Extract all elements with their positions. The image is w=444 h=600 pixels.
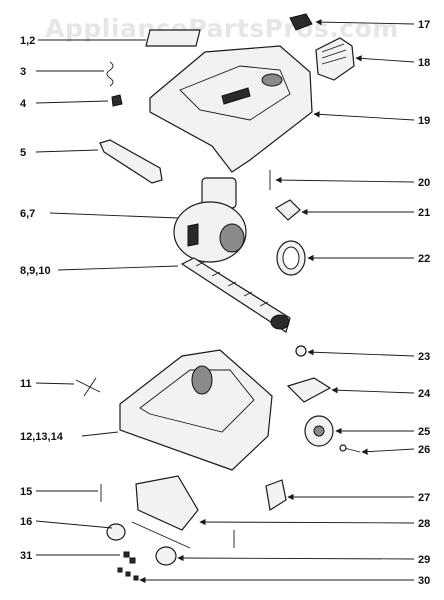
part-spring-clip bbox=[106, 61, 114, 87]
label-29: 29 bbox=[418, 554, 430, 566]
part-bracket-27 bbox=[265, 479, 287, 511]
label-5: 5 bbox=[20, 147, 26, 159]
part-wheel-25 bbox=[304, 415, 334, 447]
label-4: 4 bbox=[20, 98, 27, 110]
label-16: 16 bbox=[20, 516, 32, 528]
label-31: 31 bbox=[20, 550, 32, 562]
part-wheel-16 bbox=[106, 523, 126, 541]
part-motor bbox=[173, 177, 247, 263]
part-headlight-lens bbox=[315, 37, 355, 81]
part-hood-cover bbox=[149, 45, 313, 173]
part-belt-ring bbox=[276, 240, 306, 276]
part-spring-11 bbox=[75, 377, 101, 397]
label-25: 25 bbox=[418, 426, 430, 438]
part-labels: 1,2 3 4 5 6,7 8,9,10 11 12,13,14 15 16 3… bbox=[20, 19, 431, 587]
part-31 bbox=[123, 551, 136, 564]
label-19: 19 bbox=[418, 115, 430, 127]
label-1-2: 1,2 bbox=[20, 35, 35, 47]
label-11: 11 bbox=[20, 378, 32, 390]
part-wheel-29 bbox=[155, 546, 177, 566]
part-pedal bbox=[286, 377, 332, 403]
label-8-9-10: 8,9,10 bbox=[20, 265, 51, 277]
label-18: 18 bbox=[418, 57, 430, 69]
part-clip-21 bbox=[275, 199, 301, 221]
label-30: 30 bbox=[418, 575, 430, 587]
part-rod bbox=[131, 521, 191, 549]
label-23: 23 bbox=[418, 351, 430, 363]
part-base-housing bbox=[119, 349, 273, 471]
part-cap bbox=[289, 13, 313, 31]
leader-lines bbox=[35, 18, 415, 584]
label-28: 28 bbox=[418, 518, 430, 530]
label-27: 27 bbox=[418, 492, 430, 504]
part-filter-pad bbox=[145, 29, 201, 47]
label-6-7: 6,7 bbox=[20, 208, 35, 220]
part-axle bbox=[339, 444, 361, 453]
label-3: 3 bbox=[20, 66, 26, 78]
label-15: 15 bbox=[20, 486, 32, 498]
part-30 bbox=[117, 567, 139, 581]
label-21: 21 bbox=[418, 207, 430, 219]
label-26: 26 bbox=[418, 444, 430, 456]
label-17: 17 bbox=[418, 19, 430, 31]
part-brush-housing bbox=[135, 475, 199, 531]
part-hose-bracket bbox=[99, 139, 163, 184]
label-22: 22 bbox=[418, 253, 430, 265]
part-23 bbox=[295, 345, 307, 357]
label-24: 24 bbox=[418, 388, 431, 400]
part-latch bbox=[111, 94, 123, 107]
part-brush-roll bbox=[180, 257, 291, 333]
label-12-13-14: 12,13,14 bbox=[20, 431, 64, 443]
label-20: 20 bbox=[418, 177, 430, 189]
